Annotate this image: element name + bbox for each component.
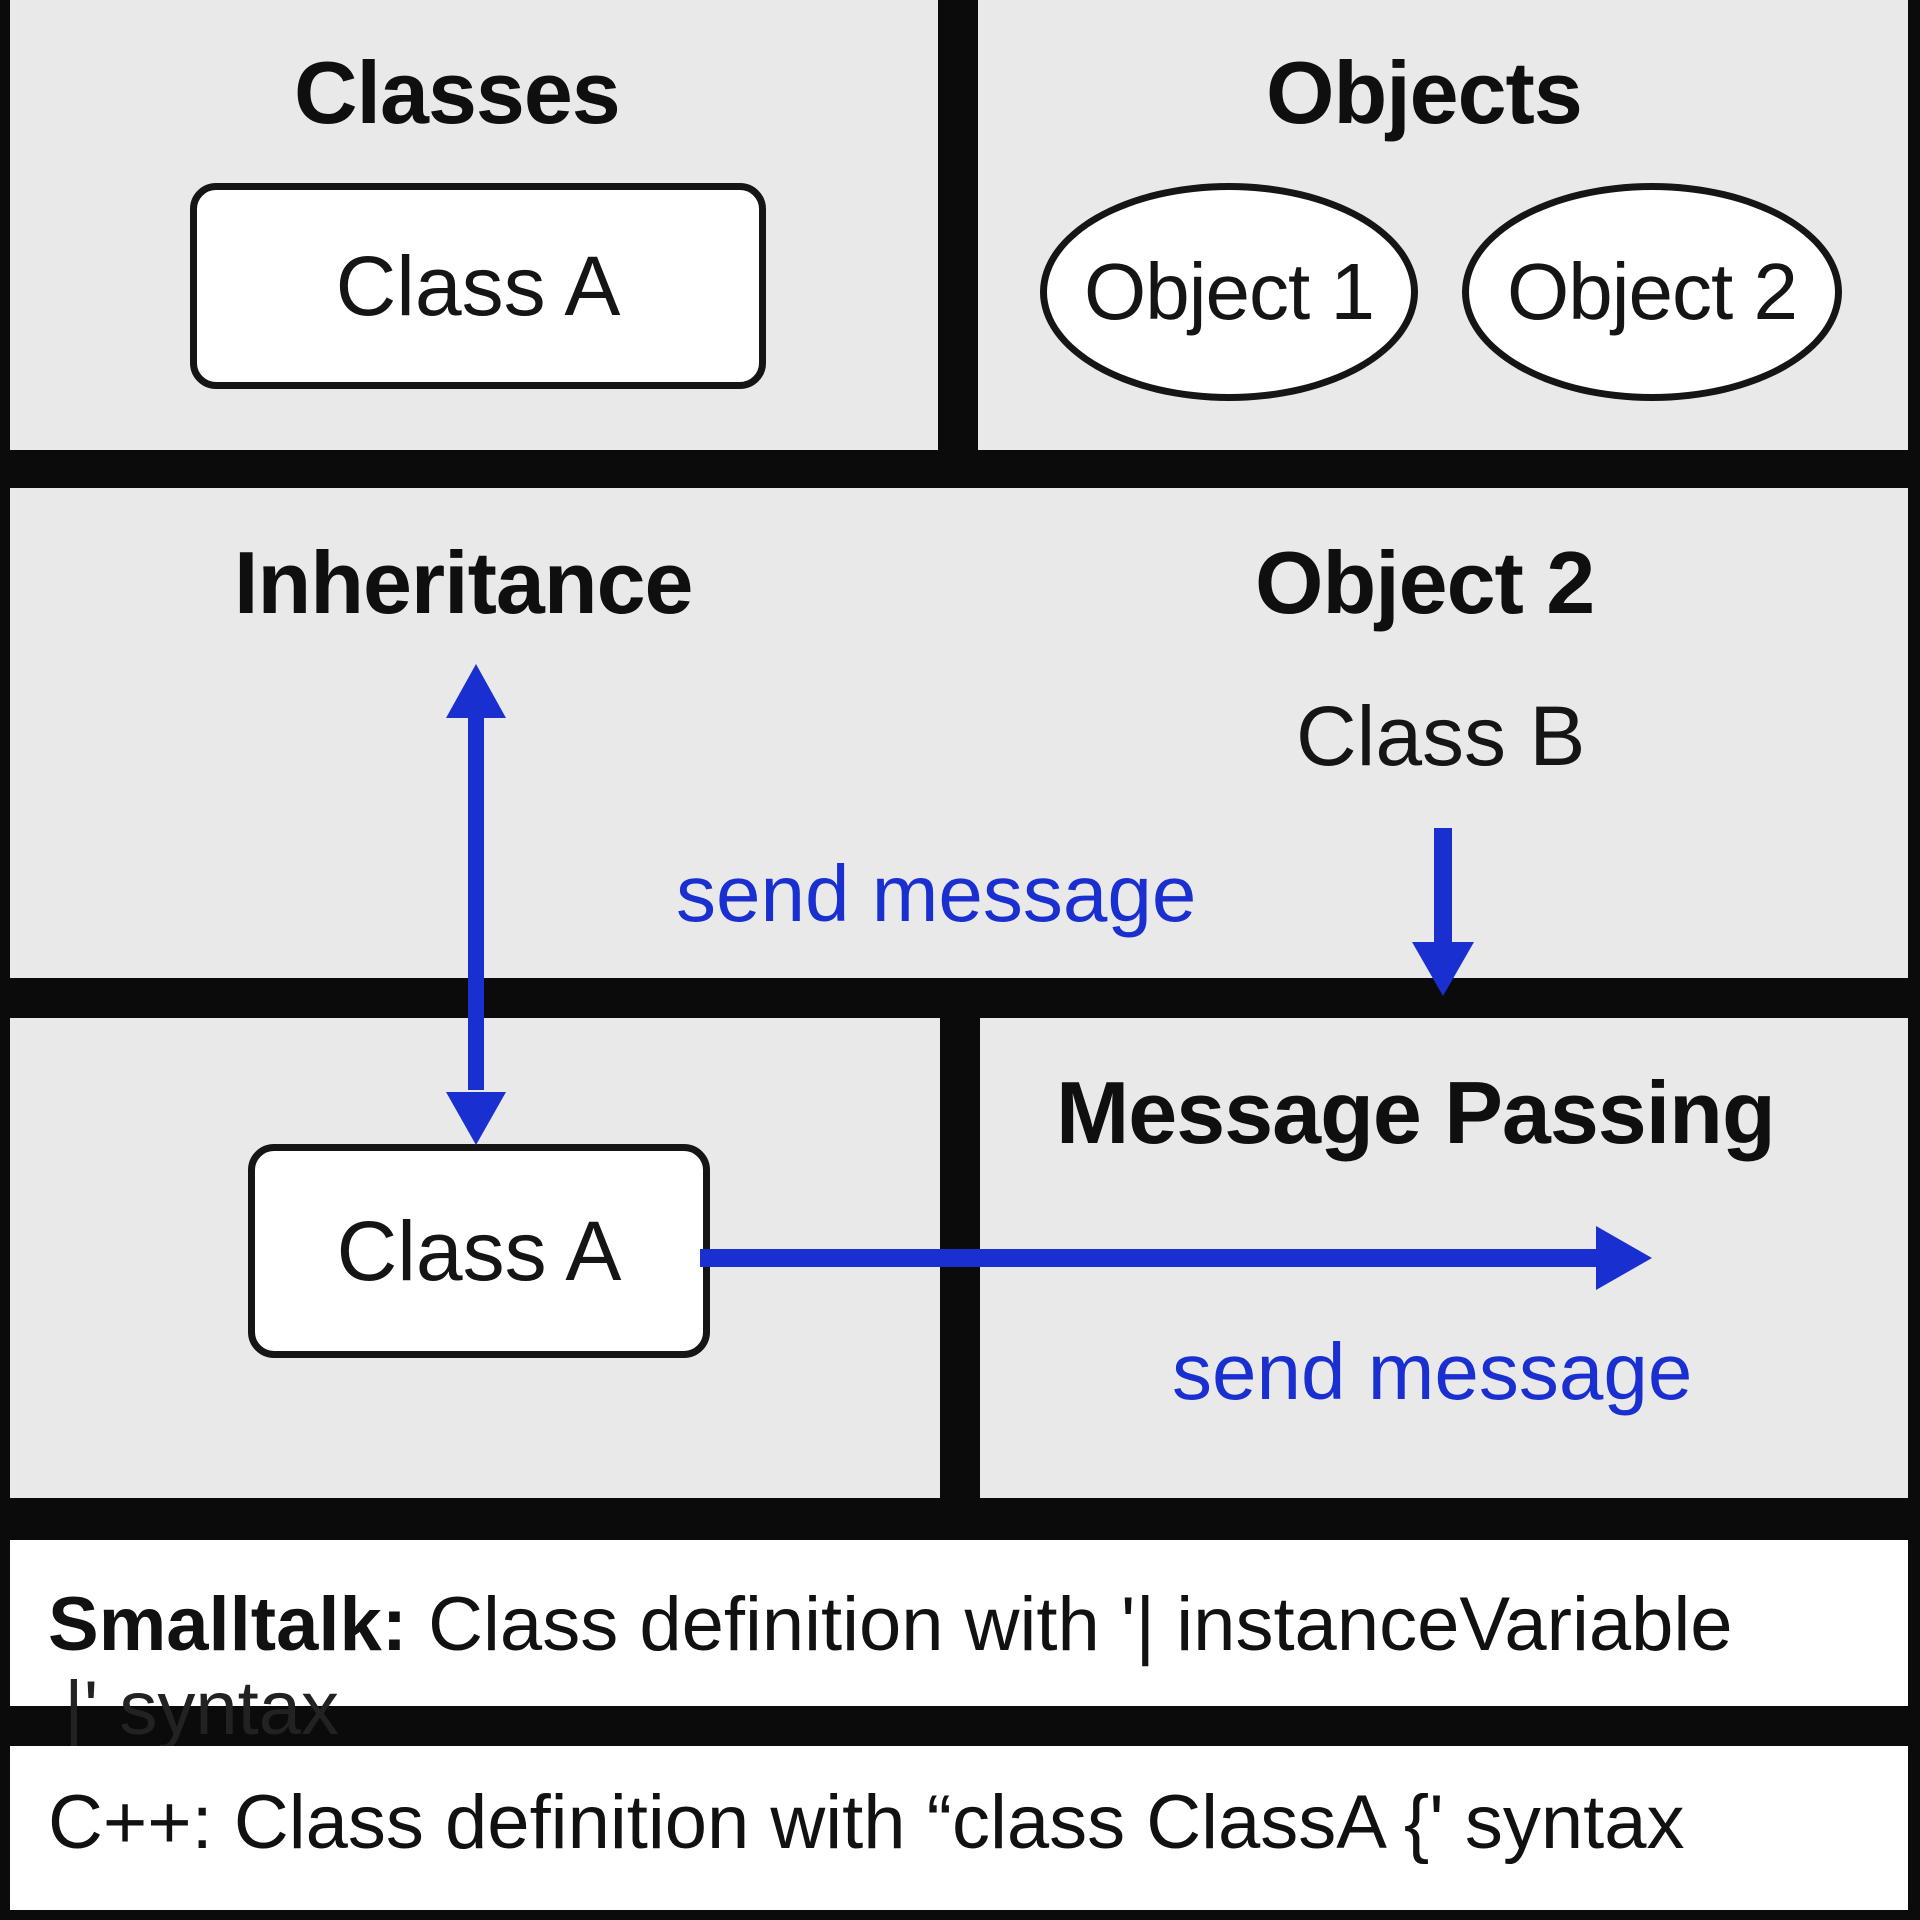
cpp-caption: C++: Class definition with “class ClassA… [48,1780,1685,1865]
smalltalk-label: Smalltalk: [48,1582,408,1667]
cpp-caption-panel: C++: Class definition with “class ClassA… [10,1746,1908,1910]
smalltalk-caption-line2: |' syntax [64,1666,340,1751]
cpp-text: Class definition with “class ClassA {' s… [212,1780,1685,1865]
class-b-down-arrow-icon [1412,828,1474,996]
smalltalk-caption-line1: Smalltalk: Class definition with '| inst… [48,1582,1733,1667]
class-a-box-lower: Class A [248,1144,710,1358]
message-right-arrow-icon [700,1226,1652,1290]
object-2-heading: Object 2 [1255,533,1595,632]
object-2-oval: Object 2 [1462,183,1842,401]
object-1-oval: Object 1 [1040,183,1418,401]
message-arrow-head [1596,1226,1652,1290]
inheritance-arrow-head-up [446,664,506,718]
class-b-label: Class B [1296,689,1586,783]
objects-heading: Objects [1266,43,1583,142]
class-b-arrow-head [1412,942,1474,996]
message-passing-heading: Message Passing [1056,1063,1776,1162]
objects-panel: Objects Object 1 Object 2 [978,0,1908,450]
inheritance-double-arrow-icon [446,664,506,1145]
class-a-box: Class A [190,183,766,389]
send-message-label-upper: send message [676,849,1197,938]
smalltalk-caption-panel: Smalltalk: Class definition with '| inst… [10,1540,1908,1706]
smalltalk-text: Class definition with '| instanceVariabl… [407,1582,1733,1667]
inheritance-heading: Inheritance [234,533,693,632]
classes-panel: Classes Class A [10,0,938,450]
inheritance-panel: Inheritance Object 2 Class B send messag… [10,488,1908,978]
send-message-label-lower: send message [1172,1327,1693,1416]
inheritance-arrow-head-down [446,1092,506,1145]
cpp-label: C++: [48,1780,213,1865]
classes-heading: Classes [294,43,621,142]
